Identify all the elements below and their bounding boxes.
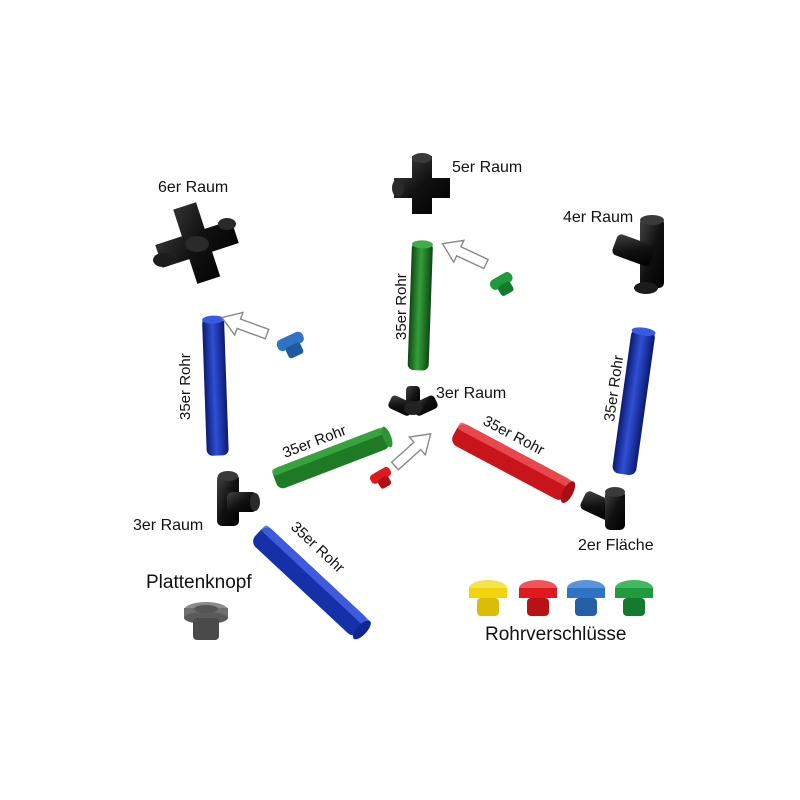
cap-red-small xyxy=(369,467,392,489)
tube-blue-bottom xyxy=(253,525,371,640)
connector-6er-raum xyxy=(153,202,239,284)
connector-2er-flaeche xyxy=(580,487,625,530)
cap-yellow xyxy=(469,580,507,616)
label-4er-raum: 4er Raum xyxy=(563,209,633,226)
label-tube-center-vertical: 35er Rohr xyxy=(393,273,410,340)
tube-center-vertical xyxy=(407,240,433,371)
cap-red xyxy=(519,580,557,616)
tube-red-diagonal xyxy=(452,422,576,503)
arrow-red-cap-to-connector xyxy=(390,433,432,471)
label-5er-raum: 5er Raum xyxy=(452,159,522,176)
connector-4er-raum xyxy=(612,215,664,294)
connector-3er-raum-left xyxy=(217,471,260,526)
cap-blue-small xyxy=(276,331,304,359)
plate-knob xyxy=(184,602,228,640)
label-tube-left-vertical: 35er Rohr xyxy=(177,353,194,420)
label-plattenknopf: Plattenknopf xyxy=(146,572,252,593)
cap-blue xyxy=(567,580,605,616)
arrow-blue-cap-to-tube xyxy=(220,311,270,340)
label-rohrverschluesse: Rohrverschlüsse xyxy=(485,624,627,645)
label-2er-flaeche: 2er Fläche xyxy=(578,537,654,554)
label-6er-raum: 6er Raum xyxy=(158,179,228,196)
cap-green xyxy=(615,580,653,616)
cap-green-small xyxy=(489,272,514,296)
label-3er-raum-left: 3er Raum xyxy=(133,517,203,534)
tube-left-vertical xyxy=(202,315,229,456)
connector-5er-raum xyxy=(392,153,450,214)
arrow-green-cap-to-tube xyxy=(441,239,490,270)
connector-3er-raum-center xyxy=(388,386,438,416)
label-3er-raum-center: 3er Raum xyxy=(436,385,506,402)
tube-green-diagonal xyxy=(271,426,393,489)
tube-right-vertical xyxy=(612,327,656,476)
